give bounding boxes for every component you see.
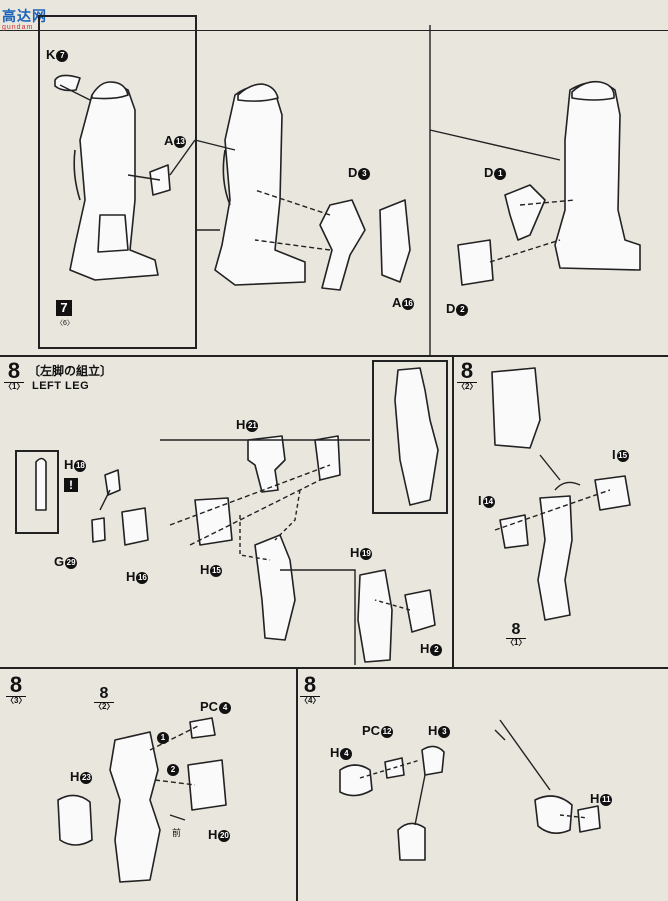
parts-8-1 xyxy=(35,367,439,663)
parts-8-4 xyxy=(339,745,601,861)
inset-box-leg xyxy=(372,360,448,514)
step-8-2-reference: 8 〈2〉 xyxy=(94,685,115,711)
step-7-reference: 7 xyxy=(56,300,72,316)
step-8-1-reference: 8 〈1〉 xyxy=(506,621,527,647)
figure-leg-2 xyxy=(214,83,411,291)
step-8-1-title: 〔左脚の組立〕 xyxy=(28,364,113,378)
step-8-3-number: 8 〈3〉 xyxy=(6,672,27,705)
divider-middle xyxy=(0,667,668,669)
parts-8-2 xyxy=(491,367,631,621)
figure-leg-3 xyxy=(457,80,641,286)
detail-box-left xyxy=(38,15,197,349)
step-7-reference-sub: 〈6〉 xyxy=(56,320,74,327)
divider-top xyxy=(0,355,668,357)
step-8-1-number: 8 〈1〉 xyxy=(4,358,25,391)
step-8-2-number: 8 〈2〉 xyxy=(457,358,478,391)
front-mark: 前 xyxy=(172,828,182,838)
watermark-logo: 高达网 gundam xyxy=(2,8,47,31)
order-marker-2: 2 xyxy=(166,762,179,776)
step-8-4-number: 8 〈4〉 xyxy=(300,672,321,705)
step-8-1-subtitle: LEFT LEG xyxy=(32,380,90,392)
inset-box-pipe xyxy=(15,450,59,534)
parts-8-3 xyxy=(57,717,227,883)
divider-vertical-8-4 xyxy=(296,667,298,901)
warning-icon: ! xyxy=(64,478,78,492)
figure-leg-1 xyxy=(54,74,171,281)
divider-top-edge xyxy=(0,30,668,31)
order-marker-1: 1 xyxy=(156,730,169,744)
divider-vertical-8-2 xyxy=(452,355,454,667)
